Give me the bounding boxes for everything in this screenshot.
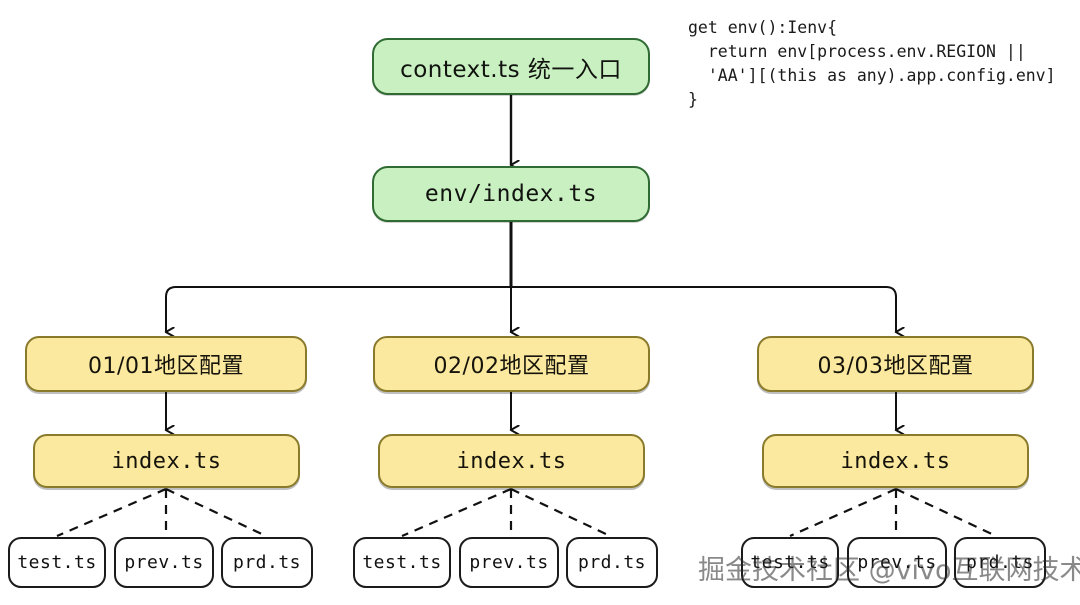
node-index-3[interactable]: index.ts: [762, 434, 1029, 488]
edge-bus-to-branch-1: [166, 286, 511, 332]
node-region-1[interactable]: 01/01地区配置: [25, 336, 307, 392]
watermark: 掘金技术社区 @vivo互联网技术: [698, 555, 1080, 586]
node-leaf-3-prev[interactable]: prev.ts: [847, 537, 947, 588]
node-leaf-1-test-label: test.ts: [17, 552, 97, 573]
node-context-entry[interactable]: context.ts 统一入口: [372, 38, 650, 95]
node-leaf-3-test[interactable]: test.ts: [741, 537, 839, 588]
node-leaf-1-prd[interactable]: prd.ts: [221, 537, 313, 588]
node-region-2[interactable]: 02/02地区配置: [373, 336, 650, 392]
node-leaf-3-prd-label: prd.ts: [965, 552, 1035, 573]
node-env-index-label: env/index.ts: [424, 181, 598, 207]
node-leaf-1-prd-label: prd.ts: [232, 552, 302, 573]
node-leaf-1-prev-label: prev.ts: [124, 552, 204, 573]
node-index-1-label: index.ts: [111, 448, 222, 474]
dashed-edges-branch-1: [56, 487, 267, 538]
dashed-edges-branch-2: [401, 487, 611, 538]
node-region-1-label: 01/01地区配置: [88, 354, 244, 379]
node-leaf-2-test-label: test.ts: [362, 552, 442, 573]
node-index-3-label: index.ts: [840, 448, 951, 474]
code-snippet: get env():Ienv{ return env[process.env.R…: [688, 18, 1056, 109]
node-leaf-2-prev[interactable]: prev.ts: [459, 537, 559, 588]
edge-bus-to-branch-3: [511, 286, 896, 332]
node-index-1[interactable]: index.ts: [33, 434, 300, 488]
node-env-index[interactable]: env/index.ts: [372, 166, 650, 222]
node-leaf-1-prev[interactable]: prev.ts: [114, 537, 214, 588]
node-index-2[interactable]: index.ts: [378, 434, 645, 488]
node-region-3-label: 03/03地区配置: [817, 354, 974, 379]
node-region-2-label: 02/02地区配置: [433, 354, 590, 379]
node-leaf-3-test-label: test.ts: [750, 552, 830, 573]
node-context-entry-label: context.ts 统一入口: [400, 56, 622, 83]
node-leaf-2-prd-label: prd.ts: [577, 552, 647, 573]
node-leaf-3-prd[interactable]: prd.ts: [954, 537, 1046, 588]
node-region-3[interactable]: 03/03地区配置: [757, 336, 1034, 392]
node-leaf-2-prd[interactable]: prd.ts: [566, 537, 658, 588]
node-leaf-3-prev-label: prev.ts: [857, 552, 937, 573]
node-leaf-2-test[interactable]: test.ts: [353, 537, 451, 588]
dashed-edges-branch-3: [789, 487, 997, 538]
node-leaf-1-test[interactable]: test.ts: [8, 537, 106, 588]
node-leaf-2-prev-label: prev.ts: [469, 552, 549, 573]
node-index-2-label: index.ts: [456, 448, 567, 474]
